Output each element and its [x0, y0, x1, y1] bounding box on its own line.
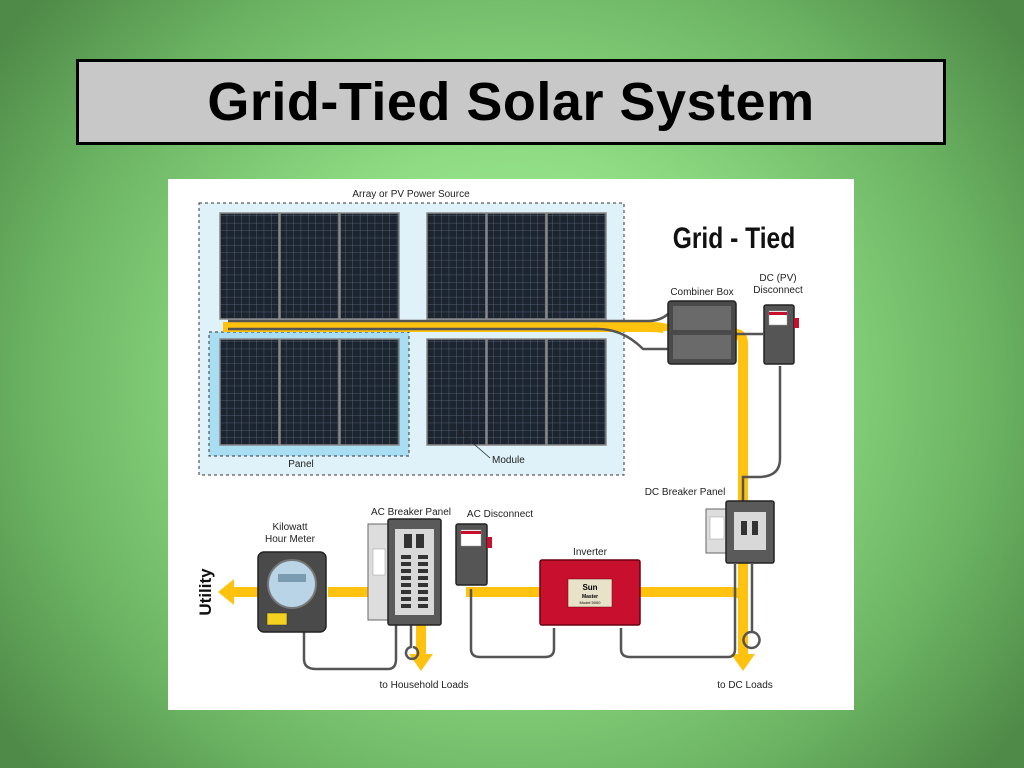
wires [228, 313, 782, 671]
warning-label-band [769, 312, 787, 315]
inverter: Sun Master Model 5000 [539, 559, 641, 626]
dc-breaker-face [734, 512, 766, 550]
kwh-meter [257, 551, 327, 633]
dc-breaker-switch [752, 521, 758, 535]
solar-module [279, 212, 340, 320]
solar-module [339, 212, 400, 320]
ac-breaker-label [372, 548, 386, 576]
ac-breaker-rows [401, 555, 428, 608]
combiner-label: Combiner Box [670, 287, 733, 298]
wire-meter-breaker [302, 624, 398, 671]
ac-warning-band [461, 531, 481, 534]
ac-disconnect-handle [487, 537, 492, 548]
solar-module [426, 338, 487, 446]
dc-disconnect-label-1: DC (PV) [759, 273, 796, 284]
dc-breaker-switch [741, 521, 747, 535]
ac-disconnect-label: AC Disconnect [467, 509, 533, 520]
kwh-label-2: Hour Meter [265, 534, 316, 545]
solar-module [219, 212, 280, 320]
solar-module [546, 338, 607, 446]
dc-breaker-panel [705, 500, 775, 564]
flow-dcbreaker-inverter [638, 539, 748, 600]
title-box: Grid-Tied Solar System [76, 59, 946, 145]
kwh-meter-register [278, 574, 306, 582]
dc-disconnect-label-2: Disconnect [753, 285, 803, 296]
solar-module [279, 338, 340, 446]
ac-disconnect [455, 523, 492, 586]
ac-breaker-panel [367, 518, 442, 626]
dc-breaker-label [709, 516, 725, 540]
solar-module [546, 212, 607, 320]
wire-bottom [228, 327, 668, 351]
panel-label: Panel [288, 459, 314, 470]
kwh-label-1: Kilowatt [272, 522, 307, 533]
inverter-brand-sub: Master [582, 594, 598, 600]
module-leader-dot [458, 430, 462, 434]
solar-modules [219, 212, 607, 446]
dc-loads-label: to DC Loads [717, 680, 773, 691]
page-title: Grid-Tied Solar System [207, 72, 815, 132]
solar-module [486, 338, 547, 446]
module-leader [459, 431, 491, 459]
ac-main-breaker [404, 534, 412, 548]
arrow-household [409, 654, 433, 671]
utility-label: Utility [196, 568, 215, 616]
dc-pv-disconnect [763, 304, 799, 365]
ac-main-breaker [416, 534, 424, 548]
ac-breaker-label-text: AC Breaker Panel [371, 507, 451, 518]
ac-breaker-face [395, 529, 434, 615]
diagram-heading: Grid - Tied [673, 221, 796, 255]
solar-module [339, 338, 400, 446]
solar-module [426, 212, 487, 320]
kwh-meter-dial [267, 559, 317, 609]
wire-top [228, 313, 669, 323]
inverter-model: Model 5000 [580, 600, 602, 605]
inverter-badge [567, 578, 613, 608]
inverter-label: Inverter [573, 547, 608, 558]
inverter-brand: Sun [582, 583, 597, 592]
arrow-dcloads [731, 654, 755, 671]
array-label: Array or PV Power Source [352, 189, 470, 200]
module-label: Module [492, 455, 525, 466]
solar-module [486, 212, 547, 320]
combiner-box [667, 300, 737, 365]
arrow-utility [218, 579, 234, 605]
diagram-canvas: Sun Master Model 5000 [196, 189, 803, 691]
solar-module [219, 338, 280, 446]
dc-breaker-label-text: DC Breaker Panel [645, 487, 726, 498]
wire-inverter-dc [619, 564, 737, 659]
wire-inverter-ac [469, 589, 556, 659]
wire-dc-loop [742, 564, 761, 650]
household-label: to Household Loads [380, 680, 469, 691]
combiner-panel-bottom [673, 335, 731, 359]
wire-household-loop [404, 624, 420, 661]
disconnect-handle [794, 318, 799, 328]
solar-diagram: Sun Master Model 5000 [168, 179, 854, 710]
combiner-panel-top [673, 306, 731, 330]
wire-disconnect-breaker [741, 366, 782, 509]
kwh-meter-tag [266, 612, 288, 626]
